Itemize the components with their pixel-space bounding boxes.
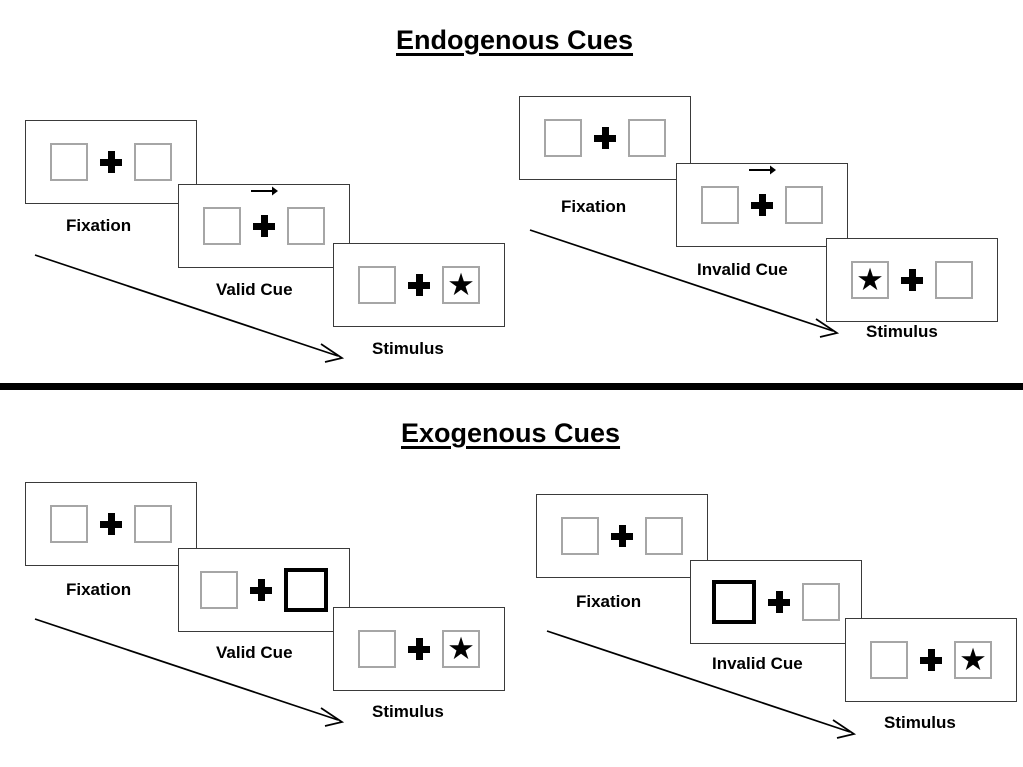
stage-label-fixation: Fixation [66,216,132,235]
time-flow-arrow-endogenous-valid [33,250,353,370]
frame-content [701,165,823,229]
section-title-exogenous: Exogenous Cues [401,418,621,448]
frame-content: ★ [851,256,973,304]
frame-content [200,566,328,614]
frame-endogenous-invalid-fixation [519,96,691,180]
frame-content: ★ [870,636,992,684]
fixation-cross-icon [100,151,122,173]
star-icon: ★ [856,261,884,297]
left-placeholder-box [50,143,88,181]
frame-endogenous-valid-fixation [25,120,197,204]
left-placeholder-box [561,517,599,555]
right-placeholder-box [134,143,172,181]
frame-content [50,500,172,548]
frame-content: ★ [358,261,480,309]
right-target-box: ★ [442,630,480,668]
frame-content [712,578,840,626]
frame-content [544,114,666,162]
right-target-box: ★ [954,641,992,679]
fixation-cross-wrap [88,138,134,186]
frame-exogenous-invalid-fixation [536,494,708,578]
right-target-box: ★ [442,266,480,304]
frame-exogenous-invalid-cue [690,560,862,644]
fixation-cross-wrap [238,566,284,614]
section-divider [0,383,1023,390]
stage-label-fixation: Fixation [561,197,627,216]
right-cued-box [284,568,328,612]
left-placeholder-box [203,207,241,245]
left-placeholder-box [358,266,396,304]
fixation-cross-icon [751,194,773,216]
fixation-cross-icon [768,591,790,613]
fixation-cross-icon [594,127,616,149]
stage-label-valid-cue: Valid Cue [216,280,293,299]
fixation-cross-icon [408,274,430,296]
stage-label-invalid-cue: Invalid Cue [697,260,788,279]
fixation-cross-wrap [908,636,954,684]
frame-exogenous-valid-fixation [25,482,197,566]
stage-label-stimulus: Stimulus [372,339,444,358]
stage-label-stimulus: Stimulus [372,702,444,721]
left-cued-box [712,580,756,624]
frame-content [203,186,325,250]
time-flow-arrow-exogenous-invalid [545,626,865,746]
fixation-cross-wrap [756,578,802,626]
left-target-box: ★ [851,261,889,299]
frame-exogenous-valid-cue [178,548,350,632]
frame-content [561,512,683,560]
left-placeholder-box [701,186,739,224]
fixation-cross-wrap [396,625,442,673]
stage-label-fixation: Fixation [576,592,642,611]
frame-endogenous-valid-cue [178,184,350,268]
fixation-cross-icon [100,513,122,535]
arrow-right-cue-icon [250,185,278,197]
fixation-cross-wrap [889,256,935,304]
time-flow-arrow-exogenous-valid [33,614,353,734]
fixation-cross-icon [920,649,942,671]
stage-label-fixation: Fixation [66,580,132,599]
left-placeholder-box [50,505,88,543]
stage-label-stimulus: Stimulus [884,713,956,732]
star-icon: ★ [447,630,475,666]
fixation-cross-wrap [241,186,287,250]
right-placeholder-box [287,207,325,245]
stage-label-valid-cue: Valid Cue [216,643,293,662]
fixation-cross-icon [611,525,633,547]
frame-endogenous-invalid-stimulus: ★ [826,238,998,322]
fixation-cross-icon [250,579,272,601]
stage-label-stimulus: Stimulus [866,322,938,341]
arrow-right-cue-icon [748,164,776,176]
left-placeholder-box [200,571,238,609]
right-placeholder-box [628,119,666,157]
frame-exogenous-valid-stimulus: ★ [333,607,505,691]
section-title-endogenous: Endogenous Cues [396,25,634,55]
star-icon: ★ [447,266,475,302]
frame-endogenous-invalid-cue [676,163,848,247]
right-placeholder-box [802,583,840,621]
stage-label-invalid-cue: Invalid Cue [712,654,803,673]
frame-endogenous-valid-stimulus: ★ [333,243,505,327]
fixation-cross-wrap [396,261,442,309]
left-placeholder-box [358,630,396,668]
fixation-cross-wrap [88,500,134,548]
star-icon: ★ [959,641,987,677]
left-placeholder-box [870,641,908,679]
fixation-cross-wrap [739,165,785,229]
right-placeholder-box [785,186,823,224]
fixation-cross-wrap [599,512,645,560]
left-placeholder-box [544,119,582,157]
frame-content: ★ [358,625,480,673]
right-placeholder-box [645,517,683,555]
fixation-cross-icon [408,638,430,660]
fixation-cross-icon [253,215,275,237]
right-placeholder-box [134,505,172,543]
frame-content [50,138,172,186]
frame-exogenous-invalid-stimulus: ★ [845,618,1017,702]
fixation-cross-wrap [582,114,628,162]
right-placeholder-box [935,261,973,299]
fixation-cross-icon [901,269,923,291]
